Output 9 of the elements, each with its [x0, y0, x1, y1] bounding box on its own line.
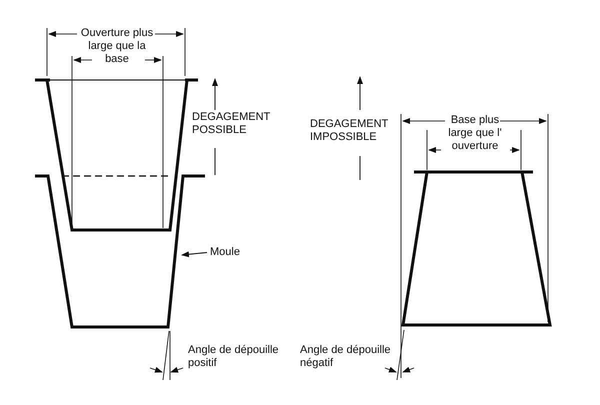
angle-label: Angle de dépouille positif: [188, 344, 280, 370]
dimension-label: Base plus large que l' ouverture: [447, 114, 503, 153]
leader-line: [181, 251, 208, 258]
part-label: Moule: [210, 246, 240, 259]
motion-label: DEGAGEMENT IMPOSSIBLE: [310, 118, 390, 144]
angle-label: Angle de dépouille négatif: [300, 344, 392, 370]
mould-drawing: [35, 174, 205, 328]
motion-label: DEGAGEMENT POSSIBLE: [192, 111, 272, 137]
dimension-label: Ouverture plus large que la base: [80, 27, 154, 66]
